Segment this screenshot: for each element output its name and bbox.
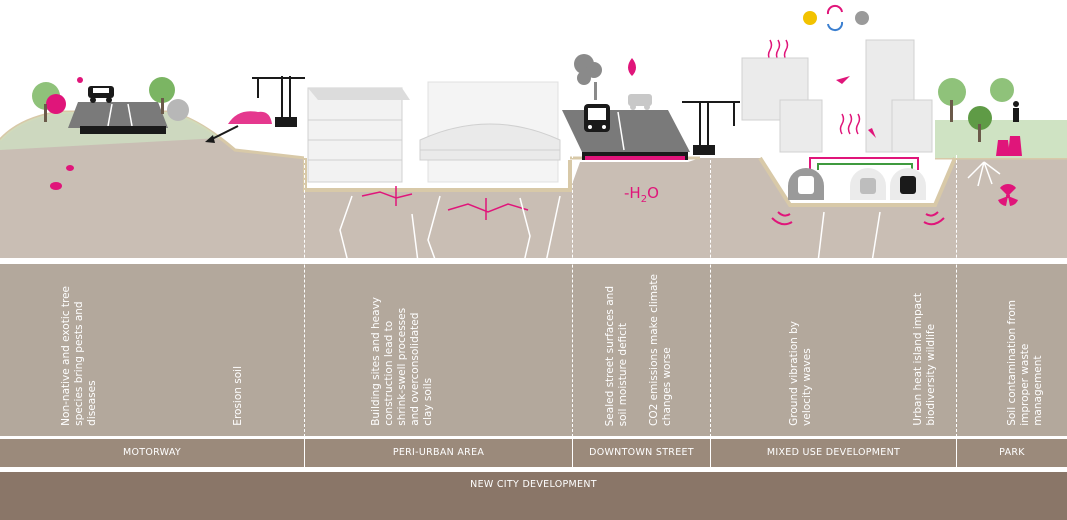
separator-line (0, 258, 1067, 262)
smoke-icon (574, 54, 602, 100)
droplet-icon (628, 58, 636, 76)
ground-soil (0, 112, 1067, 262)
description-co2: CO2 emissions make climate changes worse (648, 274, 673, 426)
bird-icon (836, 76, 876, 138)
description-shrink-swell: Building sites and heavy construction le… (370, 297, 434, 426)
water-formula-prefix: -H (624, 184, 641, 202)
car-icon (628, 94, 652, 110)
crane-icon (252, 76, 305, 127)
train-icon (798, 176, 916, 194)
description-panel: Non-native and exotic tree species bring… (0, 264, 1067, 436)
crane-icon (682, 101, 740, 155)
crack-arrows (361, 186, 529, 220)
section-divider (572, 155, 573, 437)
car-icon (88, 86, 114, 103)
footer-label: NEW CITY DEVELOPMENT (470, 479, 597, 490)
water-formula-suffix: O (647, 184, 659, 202)
person-icon (1013, 101, 1019, 122)
motorway-road (68, 102, 168, 134)
cross-section-scene (0, 4, 1067, 262)
arrow-icon (205, 125, 239, 143)
water-deficit-label: -H2O (624, 184, 659, 205)
category-bar: MOTORWAY PERI-URBAN AREA DOWNTOWN STREET… (0, 439, 1067, 467)
radiation-icon (998, 184, 1018, 206)
building-icon (307, 87, 410, 183)
description-contamination: Soil contamination from improper waste m… (1006, 300, 1044, 426)
pit-frame (303, 158, 572, 192)
bug-icon (50, 77, 83, 190)
cycle-icon (826, 4, 844, 32)
section-divider (304, 155, 305, 437)
description-heat-island: Urban heat island impact biodiversity wi… (912, 293, 937, 426)
pipes (809, 157, 919, 170)
sun-icon (803, 11, 817, 25)
soil-pile-icon (228, 111, 272, 124)
description-pests: Non-native and exotic tree species bring… (60, 286, 98, 426)
vibration-icon (771, 211, 945, 226)
tunnel-pit-frame (758, 156, 957, 207)
section-divider (956, 155, 957, 437)
category-peri-urban: PERI-URBAN AREA (305, 439, 573, 467)
moon-icon (855, 11, 869, 25)
footer-bar: NEW CITY DEVELOPMENT (0, 472, 1067, 520)
stadium-icon (419, 81, 561, 183)
category-motorway: MOTORWAY (0, 439, 305, 467)
description-vibration: Ground vibration by velocity waves (788, 321, 813, 426)
downtown-road (562, 110, 690, 160)
soil-cracks (339, 195, 881, 262)
category-downtown: DOWNTOWN STREET (573, 439, 711, 467)
category-park: PARK (999, 447, 1025, 458)
bus-icon (584, 104, 610, 132)
building-icon (741, 39, 933, 153)
waste-bag-icon (996, 136, 1022, 156)
description-erosion: Erosion soil (232, 366, 244, 426)
tree-icon (32, 77, 189, 122)
section-divider (710, 155, 711, 437)
water-formula-sub: 2 (640, 194, 648, 205)
heat-waves-icon (767, 39, 861, 135)
category-mixed-use: MIXED USE DEVELOPMENT (711, 439, 957, 467)
tree-icon (938, 78, 1014, 142)
description-sealed-surfaces: Sealed street surfaces and soil moisture… (604, 285, 629, 426)
roots-icon (967, 161, 1001, 187)
